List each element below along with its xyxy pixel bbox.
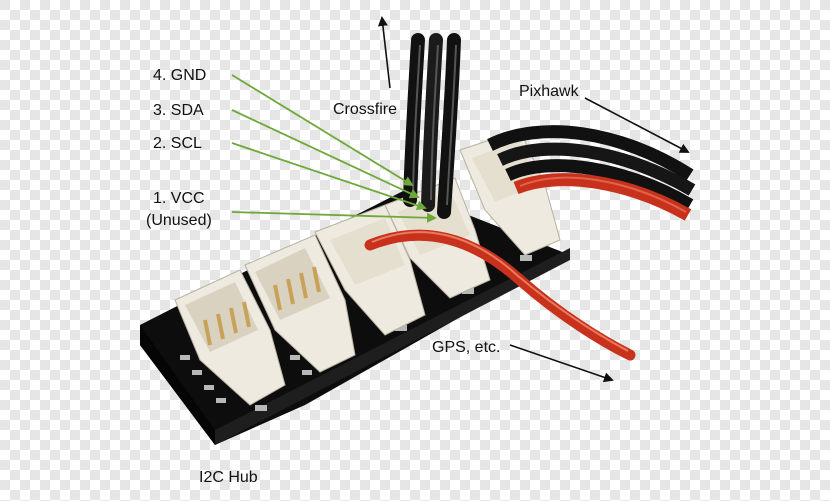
pixhawk-cable bbox=[487, 125, 696, 221]
gnd-label: 4. GND bbox=[153, 67, 206, 84]
gps-cable bbox=[364, 229, 636, 361]
vcc-label: 1. VCC bbox=[153, 190, 205, 207]
pixhawk-label: Pixhawk bbox=[519, 83, 580, 100]
crossfire-label: Crossfire bbox=[333, 101, 397, 118]
i2c-hub-label: I2C Hub bbox=[199, 469, 258, 486]
direction-arrows bbox=[377, 16, 690, 383]
vcc-note-label: (Unused) bbox=[146, 212, 212, 229]
scl-label: 2. SCL bbox=[153, 135, 202, 152]
sda-label: 3. SDA bbox=[153, 102, 204, 119]
gps-label: GPS, etc. bbox=[432, 339, 500, 356]
connector-1 bbox=[174, 269, 286, 406]
pin-pointers bbox=[231, 74, 437, 223]
crossfire-cable bbox=[403, 33, 461, 219]
connector-2 bbox=[244, 234, 356, 373]
